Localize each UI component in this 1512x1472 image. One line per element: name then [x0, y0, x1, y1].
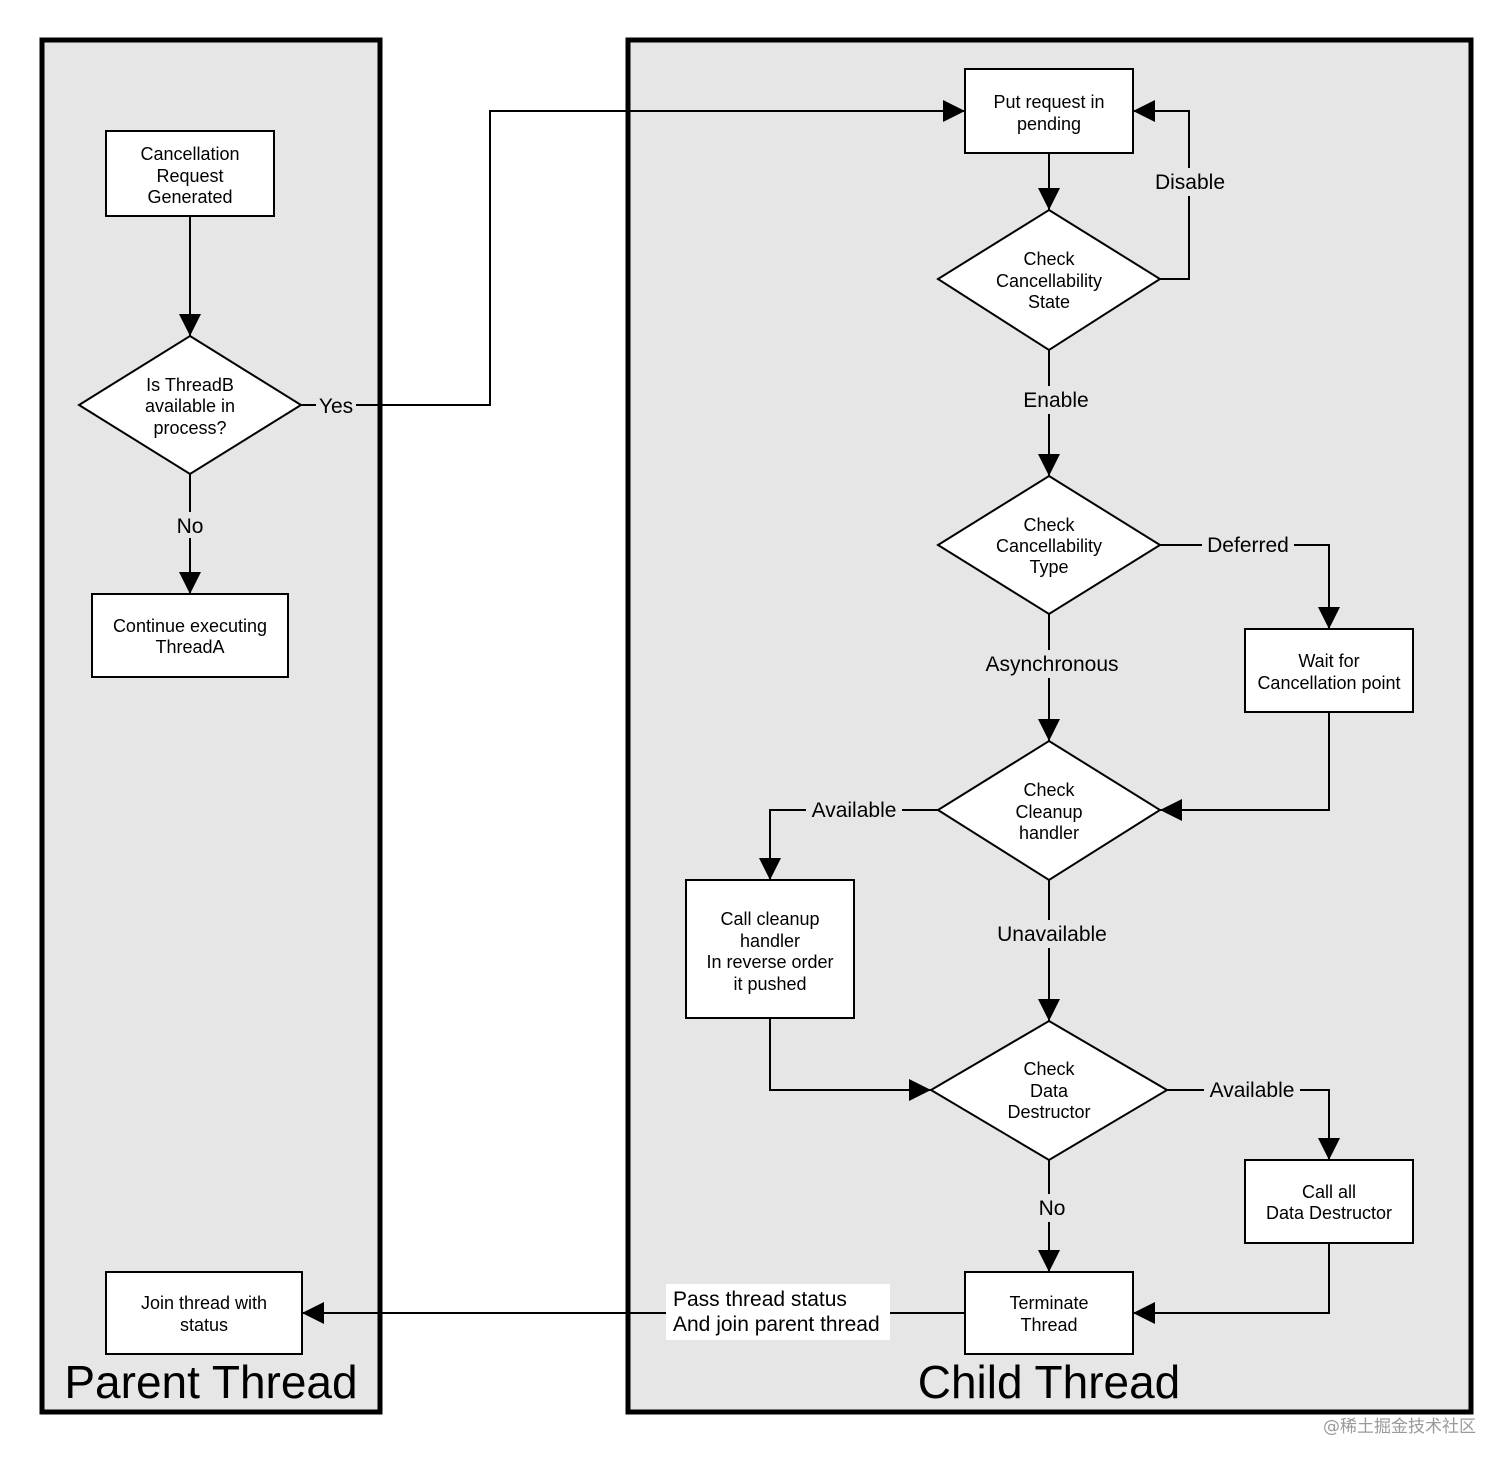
svg-text:Destructor: Destructor [1007, 1102, 1090, 1122]
edge-label-yes: Yes [319, 395, 353, 418]
svg-text:status: status [180, 1315, 228, 1335]
svg-text:Thread: Thread [1020, 1315, 1077, 1335]
svg-text:pending: pending [1017, 114, 1081, 134]
edge-wait-to-cleanup [1160, 712, 1330, 821]
node-terminate-thread: Terminate Thread [964, 1271, 1134, 1355]
edge-label-no-parent: No [177, 515, 204, 538]
node-check-data-destructor: Check Data Destructor [929, 1019, 1169, 1162]
svg-text:ThreadA: ThreadA [155, 637, 224, 657]
svg-text:Data: Data [1030, 1081, 1069, 1101]
node-call-cleanup-handler: Call cleanup handler In reverse order it… [685, 879, 855, 1019]
svg-text:Continue executing: Continue executing [113, 616, 267, 636]
child-thread-title: Child Thread [918, 1356, 1181, 1408]
svg-text:it pushed: it pushed [733, 974, 806, 994]
edge-destructor-to-terminate [1133, 1243, 1330, 1324]
svg-text:Cleanup: Cleanup [1015, 802, 1082, 822]
svg-text:Terminate: Terminate [1009, 1293, 1088, 1313]
svg-text:Is ThreadB: Is ThreadB [146, 375, 234, 395]
svg-text:In reverse order: In reverse order [706, 952, 833, 972]
node-check-cancellability-type: Check Cancellability Type [936, 474, 1162, 616]
edge-label-unavailable: Unavailable [997, 923, 1107, 946]
edge-label-available-destructor: Available [1210, 1079, 1295, 1102]
svg-text:Wait for: Wait for [1298, 651, 1359, 671]
svg-text:Put request in: Put request in [993, 92, 1104, 112]
svg-text:Generated: Generated [147, 187, 232, 207]
svg-text:Cancellation: Cancellation [140, 144, 239, 164]
svg-text:Call all: Call all [1302, 1182, 1356, 1202]
node-put-request-pending: Put request in pending [964, 68, 1134, 154]
parent-thread-title: Parent Thread [64, 1356, 357, 1408]
edge-label-no-child: No [1039, 1197, 1066, 1220]
svg-text:Type: Type [1029, 557, 1068, 577]
svg-text:Check: Check [1023, 1059, 1075, 1079]
edge-label-enable: Enable [1023, 389, 1088, 412]
svg-text:Cancellation point: Cancellation point [1257, 673, 1400, 693]
node-check-cancellability-state: Check Cancellability State [936, 208, 1162, 352]
node-join-thread: Join thread with status [105, 1271, 303, 1355]
node-is-threadb-available: Is ThreadB available in process? [77, 334, 303, 476]
edge-label-asynchronous: Asynchronous [985, 653, 1118, 676]
node-continue-executing: Continue executing ThreadA [91, 593, 289, 678]
svg-text:process?: process? [153, 418, 226, 438]
svg-text:Request: Request [156, 166, 223, 186]
svg-text:available in: available in [145, 396, 235, 416]
edge-label-pass-status-line2: And join parent thread [673, 1313, 880, 1336]
svg-text:handler: handler [1019, 823, 1079, 843]
edge-yes-to-pending [301, 100, 965, 406]
svg-text:handler: handler [740, 931, 800, 951]
edge-label-available-cleanup: Available [812, 799, 897, 822]
node-check-cleanup-handler: Check Cleanup handler [936, 739, 1162, 882]
svg-text:Check: Check [1023, 249, 1075, 269]
svg-text:Cancellability: Cancellability [996, 536, 1102, 556]
parent-thread-lane [39, 37, 383, 1415]
node-cancellation-request: Cancellation Request Generated [105, 130, 275, 217]
svg-text:State: State [1028, 292, 1070, 312]
edge-label-disable: Disable [1155, 171, 1225, 194]
svg-text:Check: Check [1023, 515, 1075, 535]
svg-text:Cancellability: Cancellability [996, 271, 1102, 291]
svg-text:Data Destructor: Data Destructor [1266, 1203, 1392, 1223]
edge-cleanup-to-destructor [769, 1018, 931, 1101]
watermark: @稀土掘金技术社区 [1323, 1417, 1476, 1437]
svg-text:Join thread with: Join thread with [141, 1293, 267, 1313]
svg-text:Check: Check [1023, 780, 1075, 800]
node-call-data-destructor: Call all Data Destructor [1244, 1159, 1414, 1244]
node-wait-cancellation-point: Wait for Cancellation point [1244, 628, 1414, 713]
edge-label-pass-status-line1: Pass thread status [673, 1288, 847, 1311]
edge-label-deferred: Deferred [1207, 534, 1289, 557]
svg-text:Call cleanup: Call cleanup [720, 909, 819, 929]
